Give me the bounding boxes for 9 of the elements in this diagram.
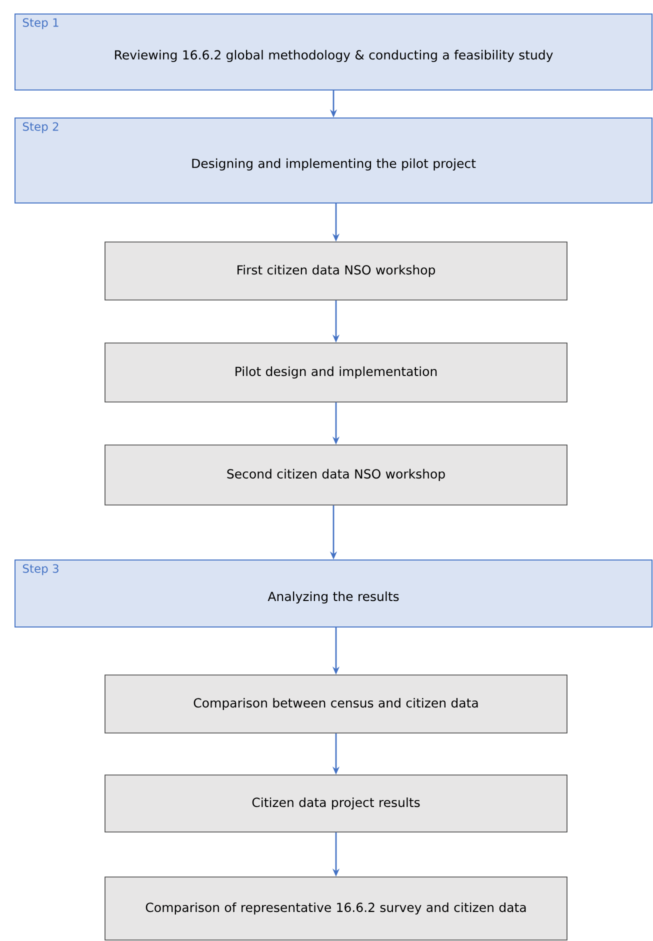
process-box: Pilot design and implementation <box>104 342 568 402</box>
process-box: Comparison of representative 16.6.2 survey and citizen data <box>104 876 568 940</box>
step-box: Analyzing the results Step 3 <box>14 560 652 628</box>
step-box: Designing and implementing the pilot project Step 2 <box>14 117 652 204</box>
process-box: Second citizen data NSO workshop <box>104 444 568 506</box>
step-box: Reviewing 16.6.2 global methodology & conducting a feasibility study Step 1 <box>14 13 652 90</box>
process-box: First citizen data NSO workshop <box>104 242 568 300</box>
process-box: Comparison between census and citizen data <box>104 674 568 734</box>
process-box: Citizen data project results <box>104 774 568 832</box>
